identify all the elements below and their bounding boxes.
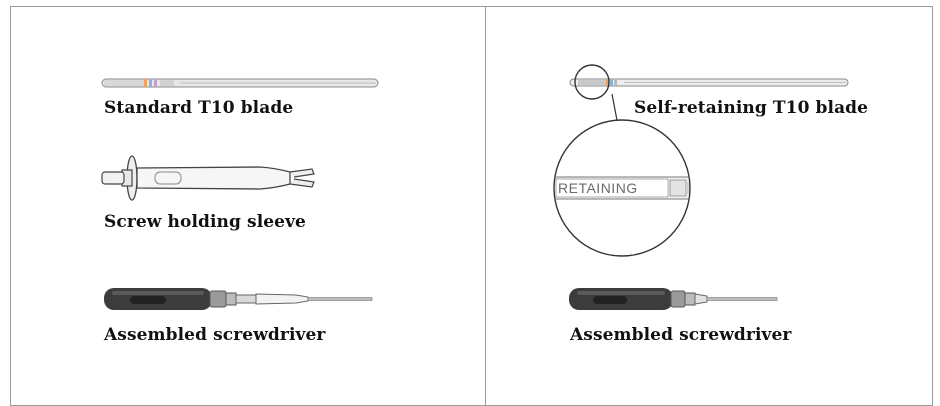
assembled-screwdriver-icon-right: [569, 288, 778, 310]
self-retaining-t10-blade-label: Self-retaining T10 blade: [634, 98, 869, 118]
assembled-screwdriver-icon: [104, 288, 373, 310]
assembled-screwdriver-label-right: Assembled screwdriver: [570, 325, 792, 345]
self-retaining-t10-blade-icon: [553, 64, 849, 257]
screw-holding-sleeve-label: Screw holding sleeve: [104, 212, 306, 232]
panel-divider: [485, 6, 486, 406]
sleeve-icon: [101, 155, 315, 201]
magnifier-retaining-text: RETAINING: [558, 180, 638, 196]
standard-t10-blade-label: Standard T10 blade: [104, 98, 294, 118]
assembled-screwdriver-label-left: Assembled screwdriver: [104, 325, 326, 345]
standard-t10-blade-icon: [101, 78, 379, 88]
